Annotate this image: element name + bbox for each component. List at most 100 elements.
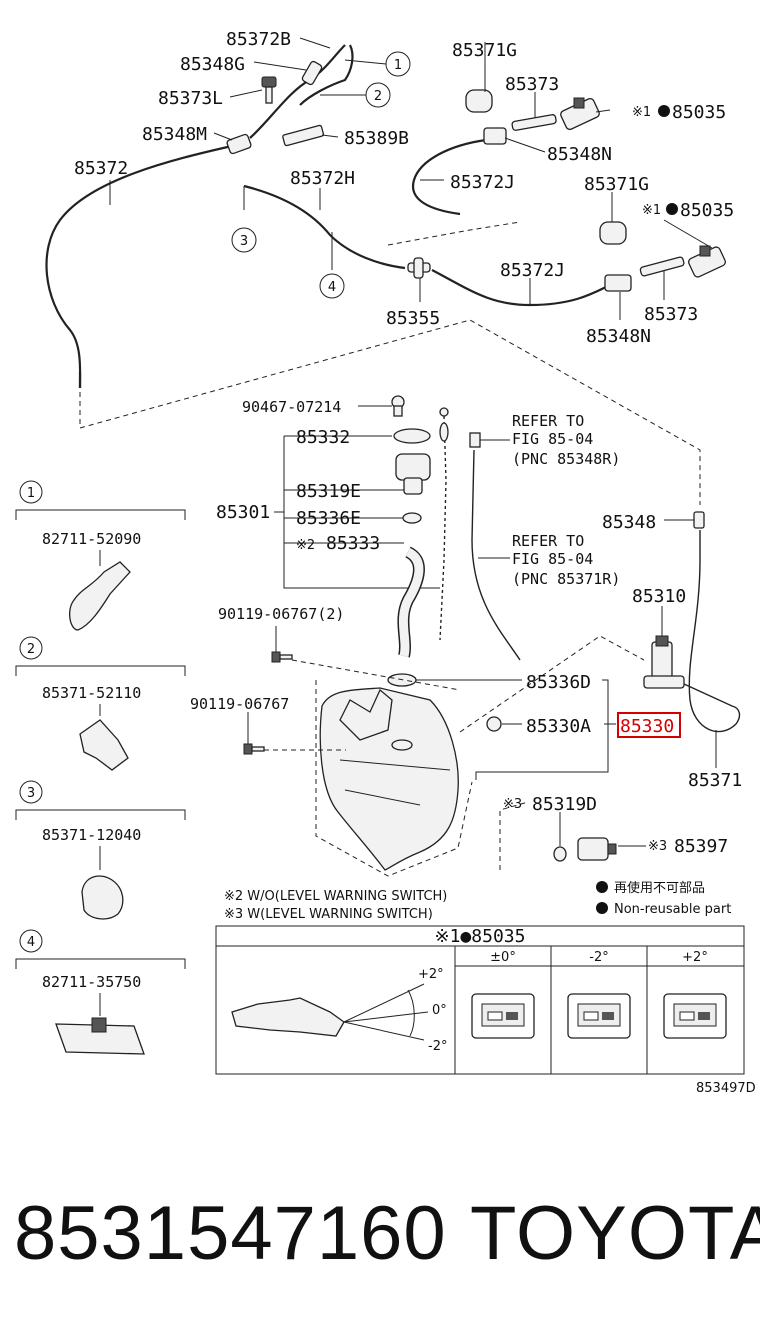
label-85372B: 85372B bbox=[226, 29, 291, 50]
checkvalve-85348N-b bbox=[604, 274, 632, 292]
lead-85035-a bbox=[595, 109, 611, 113]
grommet-85330A bbox=[486, 716, 502, 732]
cap-85332 bbox=[393, 428, 431, 444]
nozzle-face-minus2 bbox=[567, 993, 631, 1039]
label-85373L: 85373L bbox=[158, 88, 223, 109]
lead-85348N-a bbox=[504, 137, 546, 153]
hose-85372B bbox=[249, 44, 346, 139]
footer-part-number: 8531547160 bbox=[14, 1191, 447, 1276]
grommet-85319D bbox=[553, 846, 567, 862]
grommet-85371G-b bbox=[599, 221, 627, 245]
label-85330A: 85330A bbox=[526, 716, 591, 737]
detail-title: ※1●85035 bbox=[435, 926, 526, 947]
label-85035-a: 85035 bbox=[672, 102, 726, 123]
switch-85397 bbox=[577, 837, 617, 861]
note-w-o-level-switch: ※2 W/O(LEVEL WARNING SWITCH) bbox=[224, 889, 447, 904]
label-85035-b: 85035 bbox=[680, 200, 734, 221]
washer-tank bbox=[319, 687, 459, 871]
label-85389B: 85389B bbox=[344, 128, 409, 149]
protector-85389B bbox=[282, 124, 325, 147]
label-85332: 85332 bbox=[296, 427, 350, 448]
refer-1-line3: (PNC 85348R) bbox=[512, 450, 620, 468]
tank-assembly bbox=[243, 395, 741, 877]
note-w-level-switch: ※3 W(LEVEL WARNING SWITCH) bbox=[224, 907, 433, 922]
nonreusable-dot-b bbox=[666, 203, 678, 215]
label-85301: 85301 bbox=[216, 502, 270, 523]
clip-85371-52110 bbox=[79, 719, 129, 771]
svg-text:4: 4 bbox=[27, 935, 35, 950]
angle-minus2: -2° bbox=[428, 1039, 447, 1054]
refer-2-line1: REFER TO bbox=[512, 532, 584, 550]
side-part-2: 85371-52110 bbox=[42, 684, 141, 702]
label-85348G: 85348G bbox=[180, 54, 245, 75]
mark-2: ※2 bbox=[296, 538, 315, 553]
hose-85371 bbox=[683, 530, 741, 733]
nonreusable-dot-a bbox=[658, 105, 670, 117]
bolt-90119-a bbox=[271, 651, 293, 663]
callout-1: 1 bbox=[385, 51, 411, 77]
highlight-85330 bbox=[617, 712, 681, 738]
label-85348N-a: 85348N bbox=[547, 144, 612, 165]
svg-text:2: 2 bbox=[374, 89, 382, 104]
hose-refer bbox=[471, 449, 521, 661]
hose-85372B-b bbox=[299, 44, 354, 106]
lead-85389B bbox=[321, 134, 339, 138]
mark-1-a: ※1 bbox=[632, 105, 651, 120]
callout-3: 3 bbox=[231, 227, 257, 253]
label-85348: 85348 bbox=[602, 512, 656, 533]
bracket-85330 bbox=[475, 679, 609, 780]
svg-text:1: 1 bbox=[394, 58, 402, 73]
upper-hose-assembly bbox=[45, 37, 726, 505]
label-85319E: 85319E bbox=[296, 481, 361, 502]
clip-85371-12040 bbox=[81, 875, 124, 920]
clip-90467 bbox=[391, 395, 405, 417]
mark-1-b: ※1 bbox=[642, 203, 661, 218]
nozzle-face-plus2 bbox=[663, 993, 727, 1039]
label-85373-a: 85373 bbox=[505, 74, 559, 95]
label-85372J-b: 85372J bbox=[500, 260, 565, 281]
detail-header-0: ±0° bbox=[490, 950, 516, 965]
filler-85319E bbox=[395, 453, 431, 495]
connector-85348 bbox=[693, 511, 705, 529]
hose-85372H bbox=[243, 184, 406, 270]
connector-refer-1 bbox=[469, 432, 481, 448]
clamp-82711-35750 bbox=[55, 1023, 145, 1055]
nozzle-85035-b bbox=[688, 245, 726, 278]
upper-labels: 85372B 85348G 85373L 85348M 85389B 85372… bbox=[74, 29, 734, 347]
guide-mid-4 bbox=[459, 635, 645, 733]
nozzle-angle-diagram: +2° 0° -2° bbox=[231, 967, 447, 1054]
legend-dot-en bbox=[596, 902, 608, 914]
svg-text:1: 1 bbox=[27, 486, 35, 501]
pump-85310 bbox=[643, 635, 685, 689]
label-85355: 85355 bbox=[386, 308, 440, 329]
refer-2-line3: (PNC 85371R) bbox=[512, 570, 620, 588]
bracket-85301 bbox=[283, 436, 440, 589]
label-85348M: 85348M bbox=[142, 124, 207, 145]
detail-header-2: +2° bbox=[682, 950, 708, 965]
refer-2-line2: FIG 85-04 bbox=[512, 550, 593, 568]
label-85348N-b: 85348N bbox=[586, 326, 651, 347]
grommet-85371G-a bbox=[465, 89, 493, 113]
label-85319D: 85319D bbox=[532, 794, 597, 815]
connector-85348M bbox=[226, 133, 252, 155]
label-90119-2: 90119-06767(2) bbox=[218, 605, 344, 623]
detail-header-1: -2° bbox=[589, 950, 608, 965]
hose-85373-b bbox=[639, 256, 685, 277]
label-85371G-b: 85371G bbox=[584, 174, 649, 195]
label-85371: 85371 bbox=[688, 770, 742, 791]
checkvalve-85348N-a bbox=[483, 127, 507, 145]
svg-text:3: 3 bbox=[27, 786, 35, 801]
hose-85373-a bbox=[511, 114, 557, 131]
side-item-4: 4 82711-35750 bbox=[15, 929, 186, 1055]
side-panel: 1 82711-52090 2 85371-52110 3 85371-1204… bbox=[15, 480, 186, 1055]
legend-en: Non-reusable part bbox=[614, 902, 731, 917]
label-85336E: 85336E bbox=[296, 508, 361, 529]
tjoint-85355 bbox=[407, 257, 431, 279]
label-85373-b: 85373 bbox=[644, 304, 698, 325]
lead-callout-1 bbox=[344, 59, 387, 65]
lead-85035-b bbox=[663, 219, 713, 249]
svg-text:4: 4 bbox=[328, 280, 336, 295]
level-gauge bbox=[439, 415, 447, 641]
svg-text:2: 2 bbox=[27, 642, 35, 657]
